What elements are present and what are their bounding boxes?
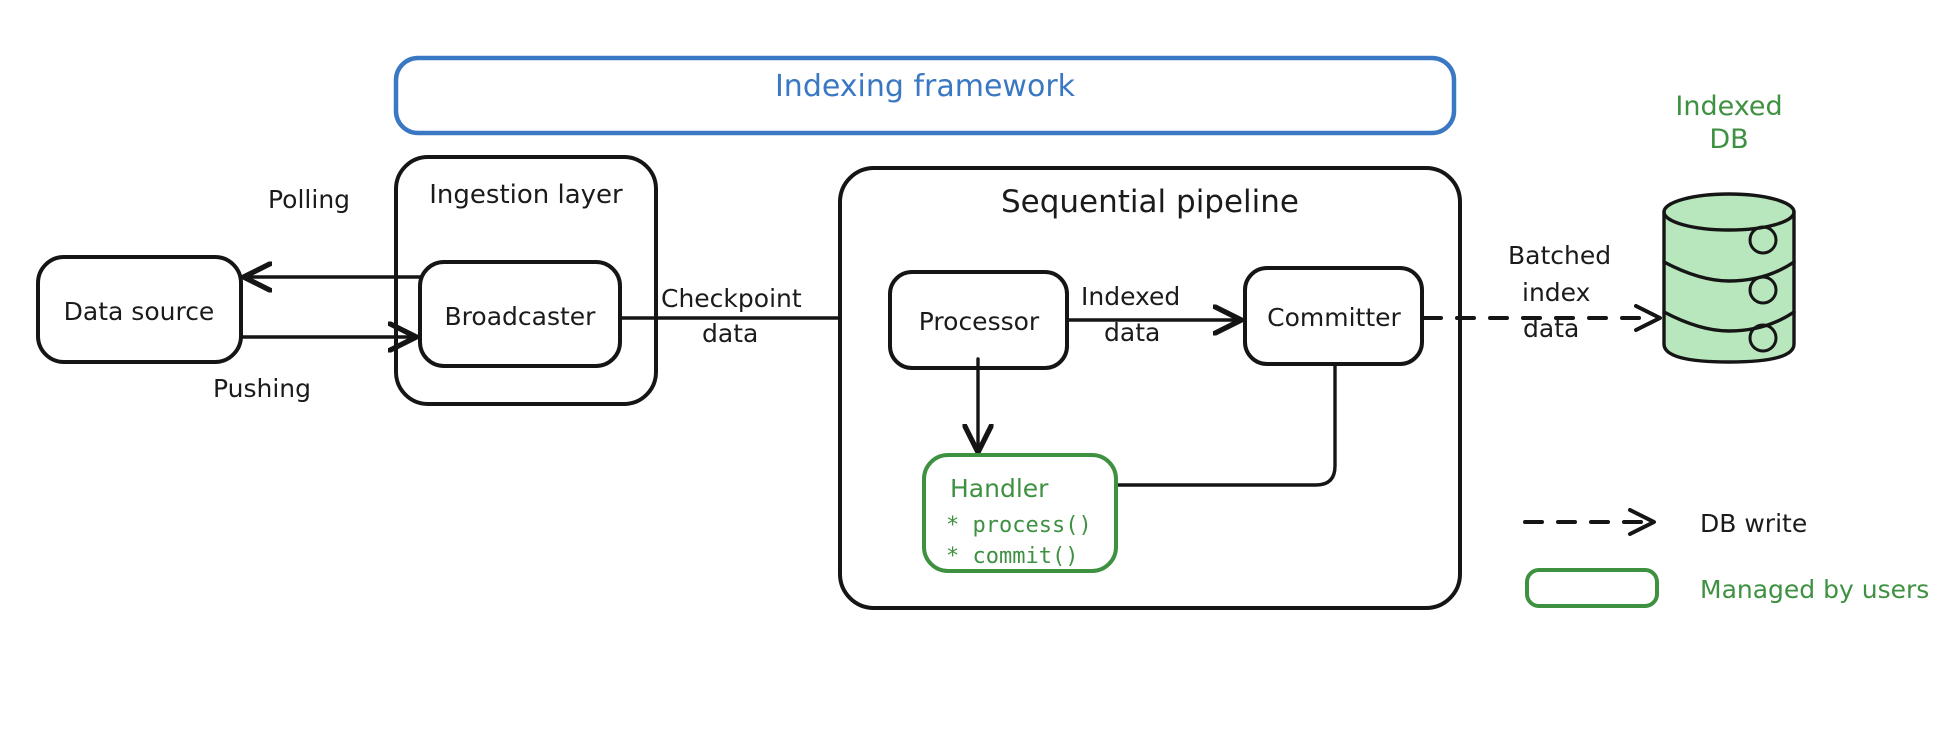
db-cylinder-outline	[1662, 210, 1796, 364]
batched-index-data-arrowhead	[1634, 304, 1662, 332]
handler-box[interactable]	[922, 453, 1118, 573]
processor-label: Processor	[919, 307, 1040, 336]
sequential-pipeline-label: Sequential pipeline	[1001, 184, 1299, 220]
handler-title: Handler	[950, 474, 1049, 503]
sequential-pipeline-group: Sequential pipeline Processor Committer …	[838, 166, 1462, 610]
db-cylinder-top-rim	[1662, 192, 1796, 232]
legend-green-box-icon	[1525, 568, 1659, 608]
committer-to-handler-arrow	[1074, 362, 1337, 485]
handler-method-commit: * commit()	[946, 544, 1078, 569]
db-indicator-light-2	[1748, 275, 1778, 305]
ingestion-layer-group: Ingestion layer Broadcaster	[394, 155, 658, 406]
indexing-framework-frame: Indexing framework	[393, 55, 1457, 136]
db-band-divider-1	[1662, 260, 1796, 283]
db-indicator-light-3	[1748, 323, 1778, 353]
broadcaster-label: Broadcaster	[445, 302, 597, 331]
legend-db-write-label: DB write	[1700, 509, 1807, 538]
indexed-db-label-line1: Indexed	[1675, 91, 1782, 122]
edge-pushing: Pushing	[213, 337, 412, 403]
legend-arrowhead-icon	[1628, 508, 1656, 536]
checkpoint-data-label-line1: Checkpoint	[661, 284, 802, 313]
polling-label: Polling	[268, 185, 350, 214]
indexed-db-label-line2: DB	[1709, 124, 1748, 155]
legend-managed-by-users-label: Managed by users	[1700, 575, 1929, 604]
edge-batched-index-data: Batched index data	[1422, 241, 1662, 343]
batched-index-data-label-line3: data	[1523, 314, 1579, 343]
indexing-framework-label: Indexing framework	[775, 69, 1076, 104]
committer-label: Committer	[1267, 303, 1401, 332]
legend: DB write Managed by users	[1523, 508, 1929, 608]
indexing-framework-border	[393, 55, 1457, 136]
broadcaster-box[interactable]	[418, 260, 622, 368]
batched-index-data-label-line2: index	[1522, 278, 1590, 307]
checkpoint-data-label-line2: data	[702, 319, 758, 348]
batched-index-data-label-line1: Batched	[1508, 241, 1611, 270]
ingestion-layer-label: Ingestion layer	[429, 180, 623, 210]
db-indicator-light-1	[1748, 225, 1778, 255]
indexed-db-node[interactable]: Indexed DB	[1662, 91, 1796, 364]
edge-indexed-data: Indexed data	[1065, 282, 1237, 347]
indexed-data-label-line1: Indexed	[1081, 282, 1180, 311]
legend-item-db-write: DB write	[1523, 508, 1807, 538]
db-band-divider-2	[1662, 310, 1796, 333]
legend-item-managed-by-users: Managed by users	[1525, 568, 1929, 608]
data-source-label: Data source	[64, 297, 215, 326]
pushing-label: Pushing	[213, 374, 311, 403]
indexed-data-label-line2: data	[1104, 318, 1160, 347]
db-cylinder-top-fill	[1664, 194, 1794, 230]
edge-polling: Polling	[248, 185, 422, 277]
data-source-box[interactable]	[36, 255, 243, 364]
handler-method-process: * process()	[946, 513, 1092, 538]
edge-checkpoint-data: Checkpoint data	[618, 284, 880, 348]
data-source-node[interactable]: Data source	[36, 255, 243, 364]
